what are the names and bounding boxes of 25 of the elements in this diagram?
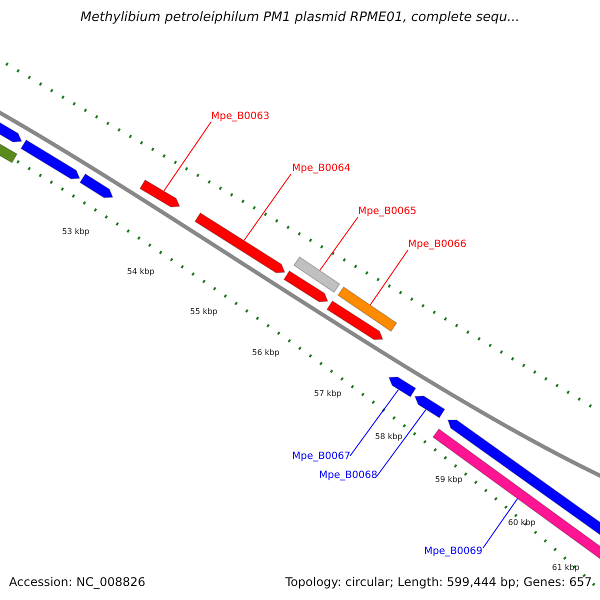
leader-line (350, 389, 399, 456)
leader-line (244, 174, 292, 241)
gene-label: Mpe_B0066 (408, 239, 466, 251)
footer-text: Accession: NC_008826 (9, 575, 146, 589)
leader-line (370, 250, 408, 306)
scale-label: 55 kbp (190, 307, 218, 317)
gene-label: Mpe_B0065 (358, 206, 416, 218)
title: Methylibium petroleiphilum PM1 plasmid RPME01, complete sequ... (79, 10, 521, 25)
footer-text: Topology: circular; Length: 599,444 bp; Genes: 657 (285, 575, 592, 589)
gene-label: Mpe_B0064 (292, 163, 350, 175)
scale-label: 58 kbp (375, 432, 403, 442)
leader-line (319, 216, 358, 271)
leader-line (376, 409, 426, 476)
leader-line (482, 498, 518, 548)
scale-label: 60 kbp (508, 518, 536, 528)
gene-label: Mpe_B0067 (292, 451, 350, 463)
gene-label: Mpe_B0063 (211, 111, 270, 123)
scale-label: 57 kbp (314, 389, 342, 399)
gene-label: Mpe_B0068 (319, 470, 378, 482)
scale-label: 56 kbp (252, 348, 280, 358)
scale-label: 59 kbp (435, 475, 463, 485)
gene-label: Mpe_B0069 (424, 546, 482, 558)
scale-label: 53 kbp (62, 227, 90, 237)
leader-line (164, 122, 212, 192)
scale-label: 54 kbp (127, 267, 155, 277)
